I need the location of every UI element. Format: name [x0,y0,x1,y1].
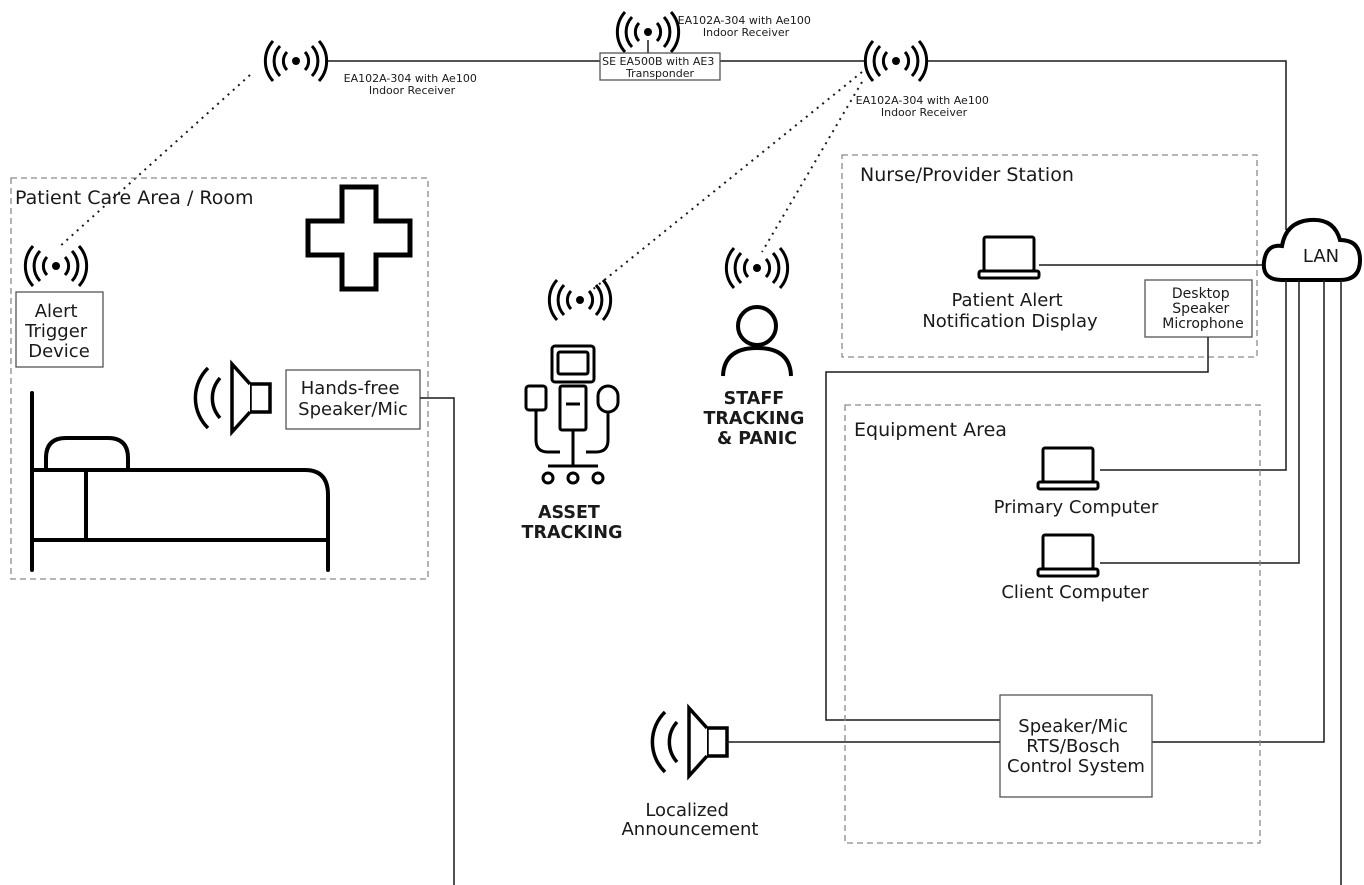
client-computer-label: Client Computer [1001,582,1149,603]
medical-cross-icon [305,184,413,292]
receiver-center-label: EA102A-304 with Ae100 Indoor Receiver [678,14,815,39]
lan-label: LAN [1303,246,1339,267]
laptop-icon [1036,446,1100,491]
nurse-station-title: Nurse/Provider Station [860,164,1074,186]
handsfree-label: Hands-free Speaker/Mic [298,378,408,420]
wireless-link [761,81,863,253]
transponder-box [599,52,721,81]
wireless-link [57,74,251,249]
person-icon [721,305,793,377]
link-lan-client [1100,280,1300,564]
asset-tracking-label: ASSET TRACKING [522,503,623,543]
wifi-icon [263,39,329,83]
alert-trigger-device [15,291,104,368]
wifi-icon [724,246,790,290]
wifi-icon [23,244,89,288]
medical-cart-icon [524,344,620,485]
link-handsfree [420,397,455,885]
control-system-label: Speaker/Mic RTS/Bosch Control System [1007,716,1145,777]
transponder-label: SE EA500B with AE3 Transponder [602,55,718,80]
link-lan-primary [1100,280,1287,471]
bed-icon [30,391,330,572]
wifi-icon [547,278,613,322]
speaker-icon [650,706,729,778]
primary-computer-label: Primary Computer [994,497,1159,518]
staff-tracking-label: STAFF TRACKING & PANIC [704,389,811,449]
laptop-icon [1036,533,1100,578]
link-desktop-control [825,337,1209,721]
link-right-lan [926,60,1287,230]
laptop-icon [977,235,1041,280]
wireless-link [591,71,863,291]
receiver-right-label: EA102A-304 with Ae100 Indoor Receiver [856,94,993,119]
wifi-icon [863,39,929,83]
desktop-label: Desktop Speaker Microphone [1162,286,1244,332]
desktop-speaker-microphone [1144,279,1253,338]
alert-device-label: Alert Trigger Device [24,301,93,362]
control-system-box [999,694,1153,798]
patient-care-area [10,177,429,580]
handsfree-speaker-mic [285,369,421,430]
announcement-label: Localized Announcement [621,800,758,840]
display-label: Patient Alert Notification Display [922,290,1098,332]
speaker-icon [193,362,272,434]
nurse-station-area [841,154,1258,358]
link-lan-control [1152,280,1325,743]
patient-area-title: Patient Care Area / Room [15,187,254,209]
receiver-left-label: EA102A-304 with Ae100 Indoor Receiver [344,72,481,97]
equipment-area-title: Equipment Area [854,419,1007,441]
cloud-icon [1261,217,1363,282]
equipment-area [844,404,1261,844]
